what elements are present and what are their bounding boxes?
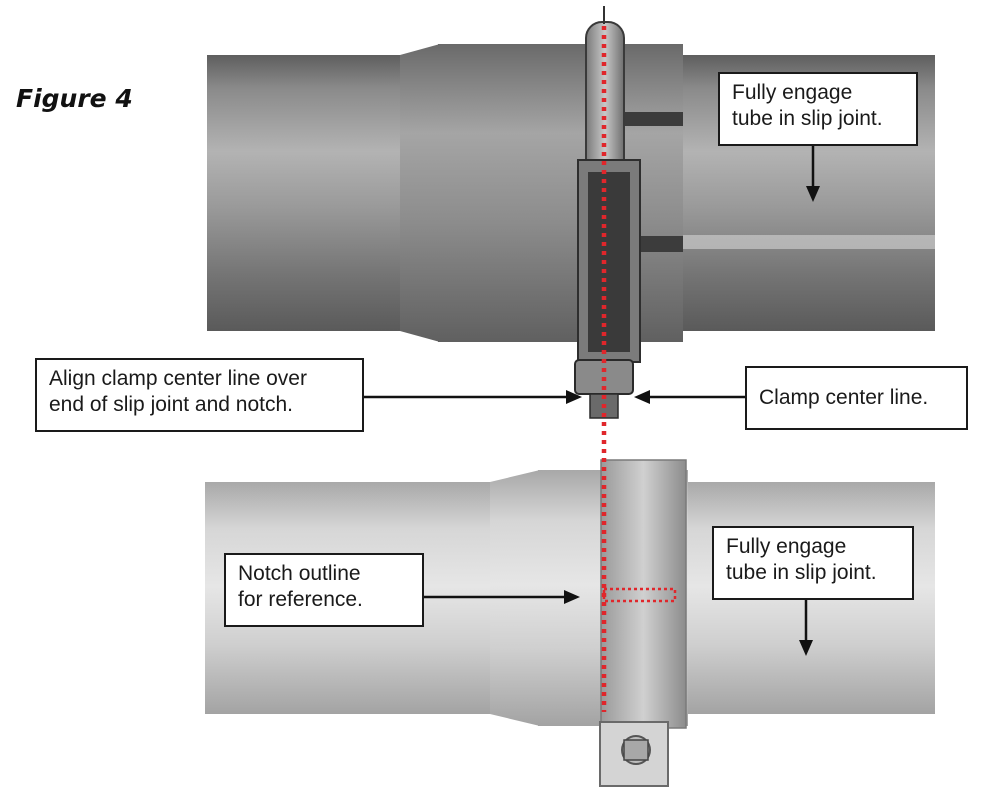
align-clamp-arrowhead (566, 390, 582, 404)
callout-bottom-engage-line2: tube in slip joint. (726, 561, 877, 584)
bottom-engage-arrowhead (799, 640, 813, 656)
callout-align-clamp-line1: Align clamp center line over (49, 367, 307, 390)
center-line-arrowhead (634, 390, 650, 404)
notch-outline-arrowhead (564, 590, 580, 604)
callout-center-line-line1: Clamp center line. (759, 386, 929, 409)
top-left-tube (207, 55, 437, 331)
figure-title: Figure 4 (16, 84, 133, 113)
callout-bottom-engage-line1: Fully engage (726, 535, 847, 558)
callout-top-engage-line2: tube in slip joint. (732, 107, 883, 130)
callout-notch-outline-line2: for reference. (238, 588, 363, 611)
callout-align-clamp-line2: end of slip joint and notch. (49, 393, 294, 416)
bottom-tube-assembly (205, 459, 935, 787)
top-engage-arrowhead (806, 186, 820, 202)
callout-notch-outline-line1: Notch outline (238, 562, 361, 585)
callout-arrows (364, 145, 820, 656)
callout-bottom-engage: Fully engage tube in slip joint. (712, 526, 914, 600)
top-sleeve (438, 44, 683, 342)
top-tube-assembly (207, 6, 935, 419)
callout-top-engage: Fully engage tube in slip joint. (718, 72, 918, 146)
top-tube-highlight (683, 235, 935, 249)
bottom-clamp-bolt-head (623, 739, 649, 761)
top-clamp-bracket-inner (588, 172, 630, 352)
bottom-clamp-band (600, 459, 687, 729)
callout-center-line: Clamp center line. (745, 366, 968, 430)
top-sleeve-taper (400, 44, 440, 342)
callout-align-clamp: Align clamp center line over end of slip… (35, 358, 364, 432)
callout-top-engage-line1: Fully engage (732, 81, 853, 104)
callout-notch-outline: Notch outline for reference. (224, 553, 424, 627)
